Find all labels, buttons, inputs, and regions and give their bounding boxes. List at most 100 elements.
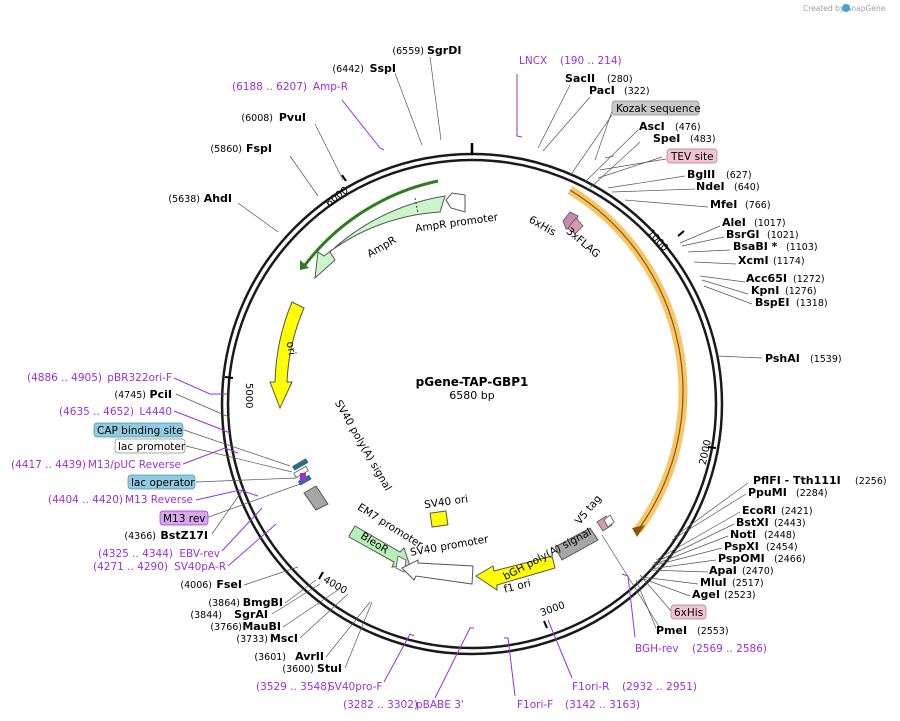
enzyme-pshai-pos: (1539) [810,354,842,365]
enzyme-spei: SpeI [653,132,680,145]
enzyme-bspei: BspEI [755,296,789,309]
primer-bghrev-range: (2569 .. 2586) [692,643,767,655]
primer-ampr-range: (6188 .. 6207) [232,81,307,93]
enzyme-alei-pos: (1017) [754,218,786,229]
primer-sv40pa: SV40pA-R [174,561,226,573]
enzyme-pflfi: PflFI - Tth111I [753,474,841,487]
enzyme-fspi: FspI [246,142,272,155]
enzyme-pvui-pos: (6008) [241,113,273,124]
enzyme-ahdi-pos: (5638) [168,194,200,205]
svg-text:TEV site: TEV site [670,151,714,163]
enzyme-pspomi-pos: (2466) [774,554,806,565]
primer-ampr: Amp-R [313,81,348,93]
ampr-label: AmpR [365,234,398,260]
enzyme-bsabi-pos: (1103) [786,242,818,253]
primer-ebv-range: (4325 .. 4344) [98,548,173,560]
tick-label-1000: 1000 [645,228,670,254]
lac-operator-shape [292,458,309,471]
primer-sv40pro: SV40pro-F [328,681,382,693]
enzyme-pcii-pos: (4745) [114,390,146,401]
primer-m13puc-range: (4417 .. 4439) [11,459,86,471]
primer-pbr322ori: pBR322ori-F [107,372,172,384]
enzyme-bstz17i: BstZ17I [160,529,208,542]
enzyme-agei-pos: (2523) [724,590,756,601]
m13-rev-box: M13 rev [159,510,209,526]
m13-tag-shape [300,473,306,481]
enzyme-mfei: MfeI [710,198,737,211]
enzyme-sspi: SspI [370,62,396,75]
enzyme-stui-pos: (3600) [282,664,314,675]
enzyme-leader-lines [175,56,763,669]
primer-lncx-range: (190 .. 214) [560,55,622,67]
enzyme-mlui-pos: (2517) [732,578,764,589]
enzyme-pspxi: PspXI [724,540,759,553]
enzyme-fspi-pos: (5860) [210,144,242,155]
plasmid-name: pGene-TAP-GBP1 [416,375,529,389]
ampr-promoter-shape [445,192,466,213]
plasmid-size: 6580 bp [449,389,494,402]
primer-f1orir: F1ori-R [572,681,609,693]
enzyme-bstz17i-pos: (4366) [124,531,156,542]
svg-text:CAP binding site: CAP binding site [97,425,183,437]
ampr-outer-arc [303,179,439,266]
enzyme-bsrgi: BsrGI [726,228,759,241]
svg-text:M13 rev: M13 rev [163,513,206,525]
primer-f1orif-range: (3142 .. 3163) [565,699,640,711]
ampr-shape [314,195,446,280]
kozak-box: Kozak sequence [611,100,701,116]
enzyme-noti-pos: (2448) [764,530,796,541]
svg-text:lac promoter: lac promoter [118,441,186,453]
enzyme-msci: MscI [270,632,298,645]
flag-shape [567,217,584,235]
orf-arc-line [569,189,684,531]
enzyme-asci-pos: (476) [675,122,701,133]
primer-pbr322ori-range: (4886 .. 4905) [27,372,102,384]
his6-box: 6xHis [670,604,707,620]
enzyme-stui: StuI [317,662,342,675]
enzyme-acc65i: Acc65I [746,272,787,285]
ori-label: ori [284,341,298,357]
enzyme-pmei-pos: (2553) [697,626,729,637]
primer-m13rev: M13 Reverse [125,494,193,506]
enzyme-paci-pos: (322) [624,86,650,97]
primer-sv40pa-range: (4271 .. 4290) [93,561,168,573]
lac-promoter-box: lac promoter [114,438,186,454]
enzyme-acc65i-pos: (1272) [793,274,825,285]
enzyme-mlui: MluI [700,576,727,589]
primer-f1orif: F1ori-F [517,699,553,711]
backbone-inner-ring [226,158,718,650]
enzyme-kpni: KpnI [751,284,779,297]
primer-sv40pro-range: (3529 .. 3548) [256,681,331,693]
enzyme-bsrgi-pos: (1021) [767,230,799,241]
sv40-promoter-label: SV40 promoter [409,533,490,559]
enzyme-msci-pos: (3733) [236,634,268,645]
primer-pbabe-range: (3282 .. 3302) [343,699,418,711]
enzyme-pshai: PshAI [765,352,800,365]
enzyme-asci: AscI [639,120,665,133]
primer-f1orir-range: (2932 .. 2951) [622,681,697,693]
svg-text:lac operator: lac operator [131,477,195,489]
enzyme-apai-pos: (2470) [742,566,774,577]
ampr-dash [414,197,419,214]
enzyme-kpni-pos: (1276) [785,286,817,297]
enzyme-ndei-pos: (640) [734,182,760,193]
tick-label-6000: 6000 [324,185,351,209]
snapgene-logo-icon [842,4,850,12]
primer-l4440-range: (4635 .. 4652) [59,406,134,418]
enzyme-pvui: PvuI [279,111,306,124]
enzyme-fsei: FseI [216,578,242,591]
svg-text:Kozak sequence: Kozak sequence [616,103,701,115]
enzyme-xcmi-pos: (1174) [773,256,805,267]
enzyme-bmgbi: BmgBI [243,596,283,609]
primer-marks [173,74,636,699]
ampr-outer-arrowhead [300,260,309,270]
sv40-ori-label: SV40 ori [423,493,468,511]
enzyme-pspomi: PspOMI [718,552,765,565]
tick-marks [224,174,717,629]
enzyme-apai: ApaI [709,564,737,577]
bgh-polya-label: bGH poly(A) signal [501,526,593,583]
primer-ebv: EBV-rev [179,548,220,560]
enzyme-bglii-pos: (627) [726,170,752,181]
enzyme-agei: AgeI [692,588,720,601]
primer-pbabe: pBABE 3' [416,699,464,711]
